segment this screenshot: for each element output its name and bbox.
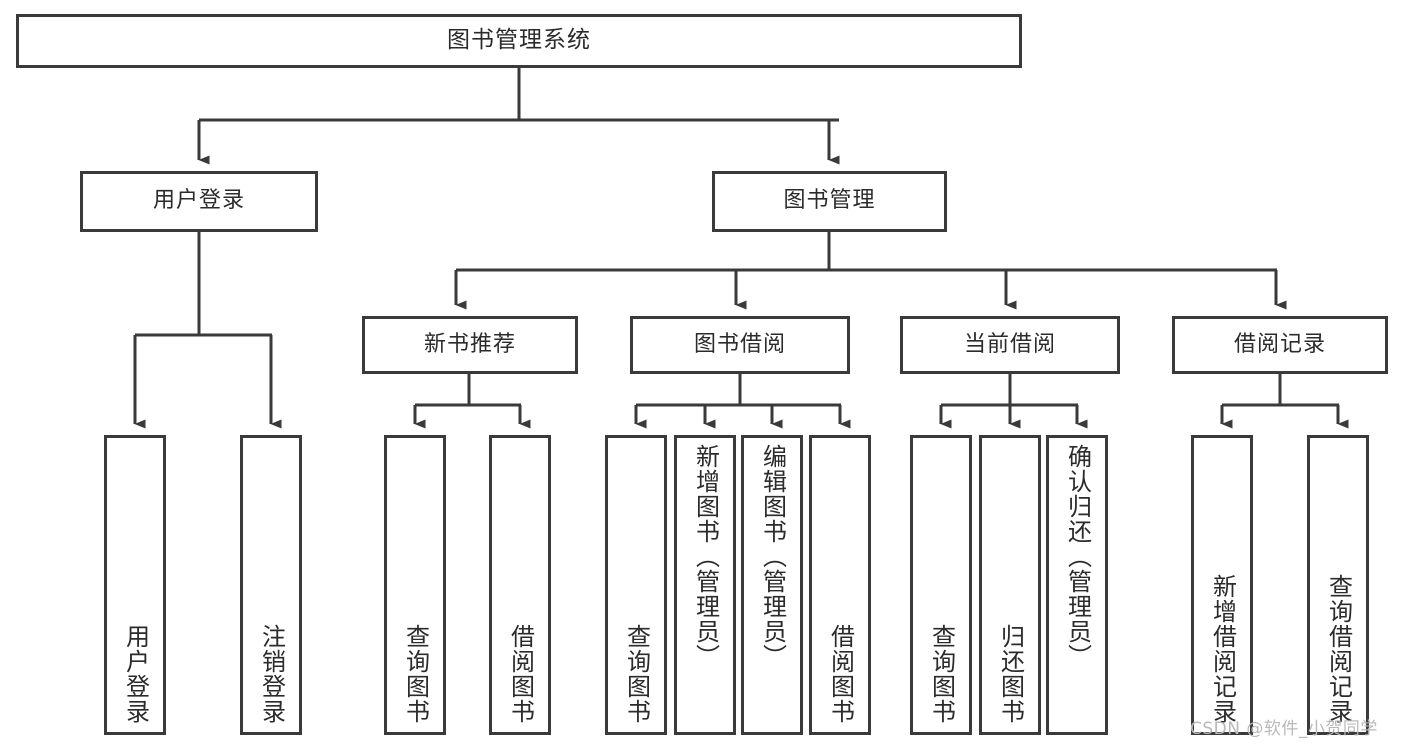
node-label: 编辑图书（管理员） [758,444,787,669]
node-leaf-edit-book[interactable]: 编辑图书（管理员） [741,435,803,735]
node-leaf-borrow-book[interactable]: 借阅图书 [809,435,871,735]
node-leaf-return-book[interactable]: 归还图书 [979,435,1041,735]
node-leaf-query-book-recommend[interactable]: 查询图书 [384,435,446,735]
node-leaf-query-borrow-record[interactable]: 查询借阅记录 [1307,435,1369,735]
node-label: 查询图书 [622,624,651,724]
watermark: CSDN @软件_小贺同学 [1190,719,1378,739]
node-leaf-query-book-current[interactable]: 查询图书 [910,435,972,735]
node-book-borrow[interactable]: 图书借阅 [630,316,850,374]
node-leaf-confirm-return[interactable]: 确认归还（管理员） [1046,435,1108,735]
node-label: 查询借阅记录 [1324,574,1353,724]
node-book-management[interactable]: 图书管理 [712,171,947,232]
node-label: 借阅图书 [506,624,535,724]
node-label: 查询图书 [927,624,956,724]
node-label: 归还图书 [996,624,1025,724]
node-user-login[interactable]: 用户登录 [80,171,318,232]
node-leaf-add-book[interactable]: 新增图书（管理员） [674,435,736,735]
node-label: 图书管理 [783,188,876,214]
node-label: 新增图书（管理员） [691,444,720,669]
node-label: 用户登录 [121,624,150,724]
node-leaf-borrow-book-recommend[interactable]: 借阅图书 [489,435,551,735]
node-label: 图书借阅 [693,331,786,357]
node-leaf-add-borrow-record[interactable]: 新增借阅记录 [1191,435,1253,735]
node-new-book-recommend[interactable]: 新书推荐 [362,316,578,374]
node-label: 借阅记录 [1233,331,1326,357]
node-root-system[interactable]: 图书管理系统 [16,14,1022,68]
node-label: 新增借阅记录 [1208,574,1237,724]
node-leaf-user-login[interactable]: 用户登录 [104,435,166,735]
node-leaf-logout[interactable]: 注销登录 [240,435,302,735]
node-label: 图书管理系统 [447,27,591,54]
node-label: 确认归还（管理员） [1063,444,1092,669]
node-label: 借阅图书 [826,624,855,724]
node-label: 新书推荐 [423,331,516,357]
node-leaf-query-book-borrow[interactable]: 查询图书 [605,435,667,735]
node-label: 查询图书 [401,624,430,724]
node-current-borrow[interactable]: 当前借阅 [900,316,1120,374]
node-label: 用户登录 [152,188,245,214]
node-label: 注销登录 [257,624,286,724]
node-borrow-record[interactable]: 借阅记录 [1172,316,1388,374]
node-label: 当前借阅 [963,331,1056,357]
